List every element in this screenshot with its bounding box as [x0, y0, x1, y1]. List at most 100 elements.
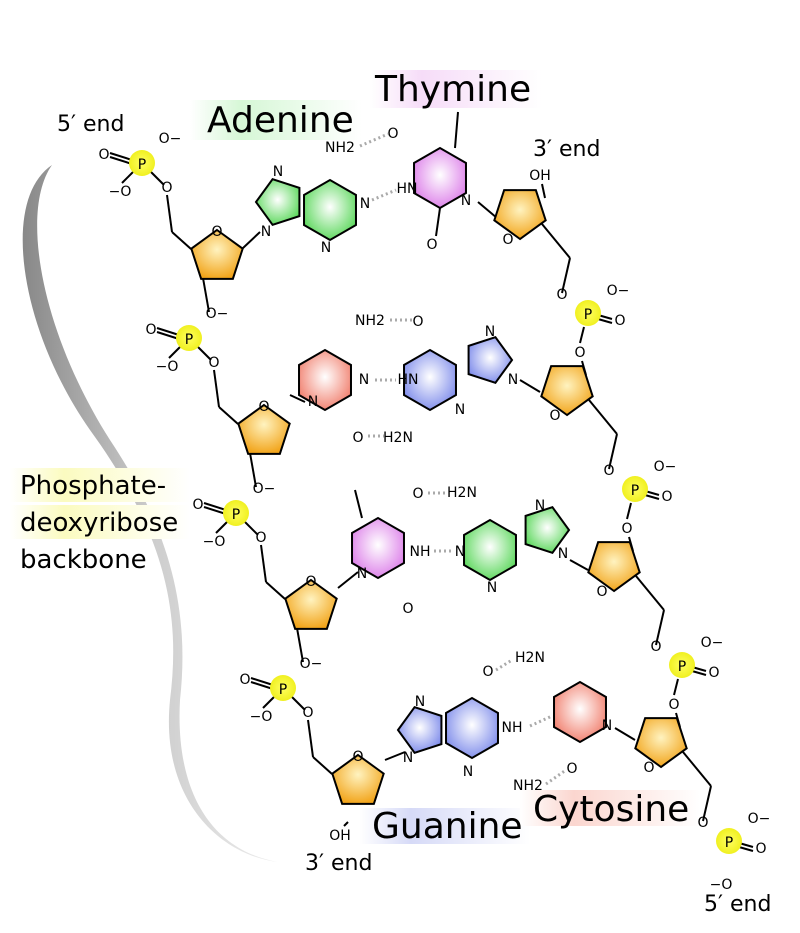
hydroxyl-label: OH — [529, 168, 551, 184]
bond — [213, 369, 220, 408]
phosphorus-label: P — [678, 659, 686, 675]
oxygen-label: O — [614, 313, 625, 329]
bond — [203, 502, 227, 511]
phosphorus-label: P — [138, 157, 146, 173]
bond — [477, 201, 498, 219]
phosphate-left-3 — [223, 500, 249, 526]
amine-label: NH2 — [355, 313, 385, 329]
hydrogen-bond — [545, 768, 567, 786]
adenine-imidazole-ring — [524, 505, 571, 555]
bond — [149, 170, 165, 186]
n: N — [308, 394, 318, 410]
ester-oxygen-label: O — [574, 345, 585, 361]
ring-oxygen-label: O — [596, 584, 607, 600]
ring-oxygen-label: O — [305, 574, 316, 590]
hydroxyl-label: OH — [329, 828, 351, 844]
ester-oxygen-label: O — [650, 639, 661, 655]
n: N — [508, 372, 518, 388]
ester-oxygen-label: O — [208, 355, 219, 371]
amine-label: NH2 — [513, 778, 543, 794]
bond — [635, 575, 665, 611]
bond — [384, 751, 406, 761]
deoxyribose-right-4 — [634, 717, 688, 769]
o: O — [482, 664, 493, 680]
bond — [290, 695, 306, 711]
five-prime-end-label-top: 5′ end — [57, 112, 124, 137]
oxygen-label: O — [708, 665, 719, 681]
cytosine-ring — [298, 348, 352, 412]
ring-oxygen-label: O — [352, 749, 363, 765]
n: N — [455, 544, 465, 560]
n: N — [461, 193, 471, 209]
adenine-pyrimidine-ring — [303, 178, 357, 242]
phosphate-right-3 — [669, 652, 695, 678]
n: N — [261, 224, 271, 240]
adenine-highlight — [190, 100, 362, 140]
bond — [454, 111, 459, 149]
bond — [614, 727, 636, 741]
o: O — [412, 486, 423, 502]
n: N — [485, 324, 495, 340]
n: N — [321, 240, 331, 256]
bond — [215, 520, 229, 534]
five-prime-end-label-bottom: 5′ end — [704, 892, 771, 917]
amine-label: H2N — [383, 430, 413, 446]
bond — [588, 399, 618, 435]
n: N — [463, 764, 473, 780]
guanine-highlight — [360, 808, 530, 844]
backbone-label-line3: backbone — [20, 545, 147, 575]
deoxyribose-left-2 — [237, 403, 291, 455]
bond — [561, 257, 571, 294]
oxygen-minus-label: O− — [159, 131, 182, 147]
guanine-imidazole-ring — [396, 705, 443, 755]
cytosine-ring — [553, 680, 607, 744]
thymine-ring — [351, 516, 405, 580]
bond — [354, 489, 363, 519]
ring-oxygen-label: O — [258, 399, 269, 415]
n: N — [602, 718, 612, 734]
bond — [168, 345, 182, 359]
guanine-pyrimidine-ring — [445, 696, 499, 760]
imine-label: HN — [397, 181, 418, 197]
backbone-label-line2: deoxyribose — [20, 508, 178, 538]
oxygen-minus-label: −O — [109, 184, 132, 200]
bond — [579, 326, 585, 344]
bond — [156, 327, 180, 336]
hydrogen-bond — [529, 714, 553, 728]
phosphorus-label: P — [232, 507, 240, 523]
deoxyribose-right-2 — [540, 365, 594, 417]
hydrogen-bond — [359, 132, 389, 148]
oxygen-minus-label: −O — [250, 709, 273, 725]
bond — [249, 452, 257, 488]
phosphorus-label: P — [185, 332, 193, 348]
bond — [343, 821, 349, 827]
oxygen-minus-label: O− — [206, 306, 229, 322]
bond — [307, 719, 314, 758]
bond — [250, 681, 274, 690]
bond — [738, 846, 754, 852]
deoxyribose-right-3 — [587, 541, 641, 593]
phosphorus-label: P — [279, 682, 287, 698]
three-prime-end-label-bottom: 3′ end — [305, 851, 372, 876]
bond — [243, 520, 259, 536]
amine-label: H2N — [515, 650, 545, 666]
n: N — [273, 164, 283, 180]
bond — [250, 677, 274, 686]
ester-oxygen-label: O — [161, 180, 172, 196]
imine-label: HN — [398, 372, 419, 388]
bond — [312, 756, 333, 775]
bond — [541, 223, 571, 259]
hydrogen-bond — [495, 658, 513, 672]
bond — [166, 194, 173, 233]
oxygen-minus-label: O− — [654, 459, 677, 475]
ring-oxygen-label: O — [502, 232, 513, 248]
n: N — [415, 694, 425, 710]
deoxyribose-left-4 — [331, 753, 385, 805]
oxygen-minus-label: O− — [607, 283, 630, 299]
deoxyribose-left-3 — [284, 578, 338, 630]
bond — [644, 494, 660, 500]
bond — [597, 318, 613, 324]
n: N — [558, 546, 568, 562]
bond — [626, 502, 632, 520]
bond — [202, 277, 210, 313]
